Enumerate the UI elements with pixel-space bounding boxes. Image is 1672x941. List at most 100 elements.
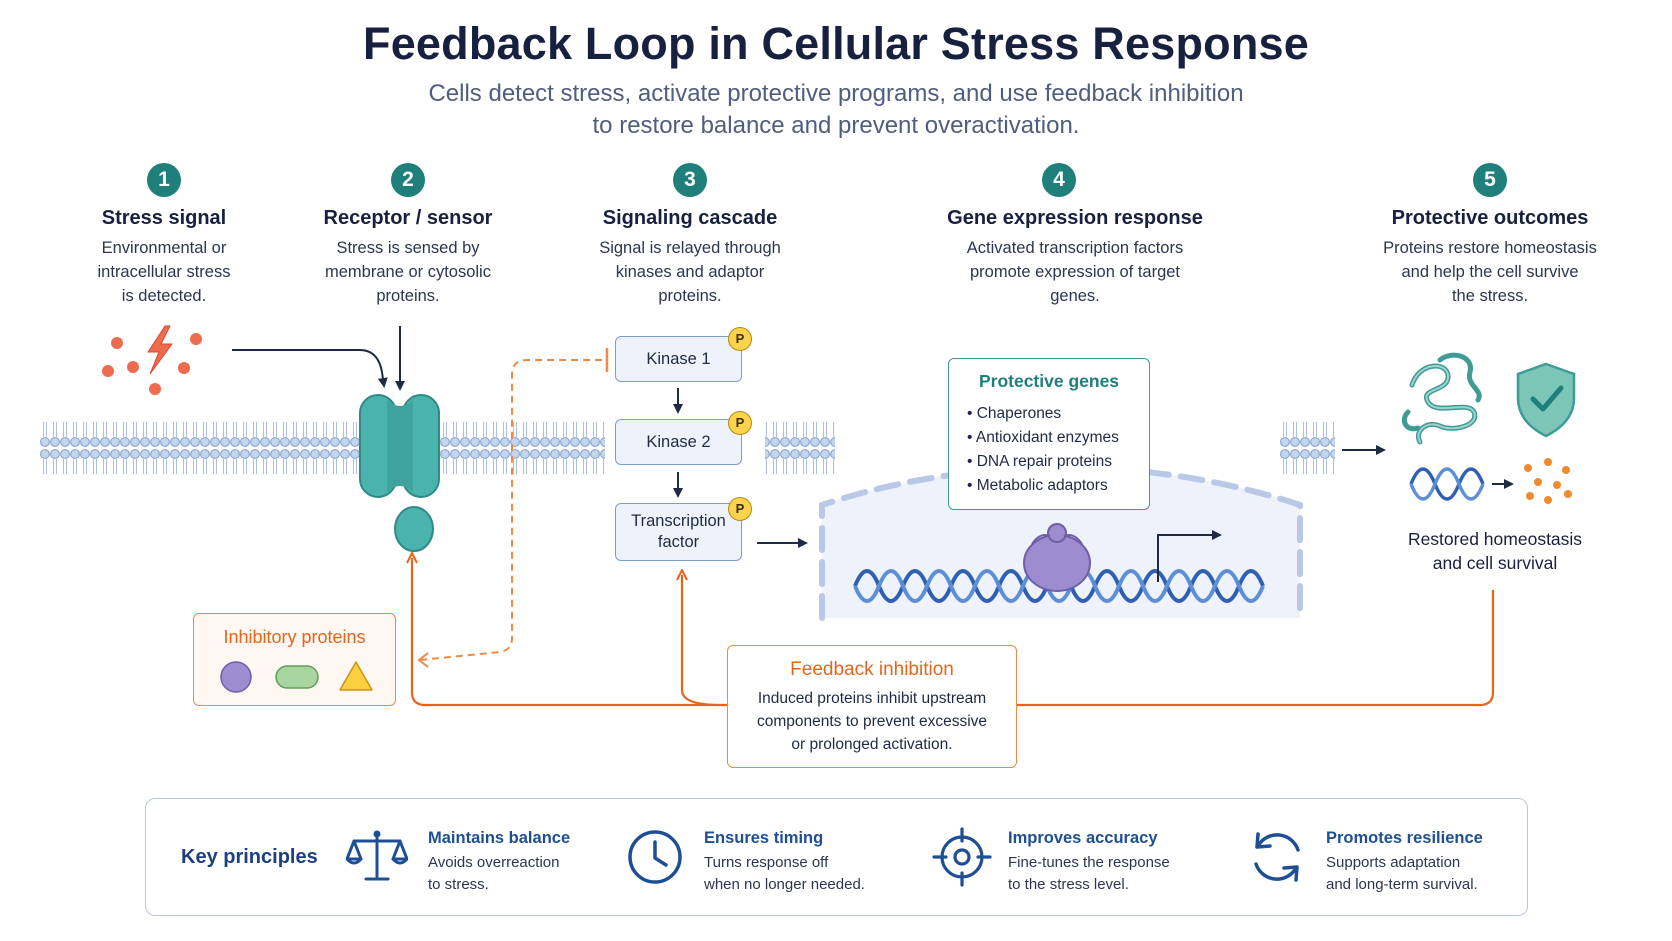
step-desc-line: genes. [1050,287,1100,305]
step-desc-line: is detected. [121,287,207,305]
step-desc-line: intracellular stress [97,263,231,281]
step-desc-line: promote expression of target [969,263,1181,281]
shield-check-icon [1516,362,1576,438]
feedback-to-tf-arrow [682,575,721,707]
step-1: 1 Stress signal Environmental or intrace… [44,163,284,308]
subtitle-line-2: to restore balance and prevent overactiv… [592,112,1080,139]
principle-desc-line: to the stress level. [1008,876,1129,893]
step-desc-line: and help the cell survive [1401,263,1579,281]
capsule-protein-icon [275,665,319,689]
inhibition-dashed-path [419,359,606,661]
page-title: Feedback Loop in Cellular Stress Respons… [363,18,1309,69]
principle-desc-line: when no longer needed. [704,876,865,893]
stress-particles [102,333,202,395]
feedback-line: components to prevent excessive [756,713,988,730]
principle-desc-line: to stress. [428,876,489,893]
balance-scale-icon [346,830,408,881]
principle-ensures-timing: Ensures timing Turns response off when n… [704,829,865,896]
cell-membrane [40,416,370,480]
step-description: Stress is sensed by membrane or cytosoli… [278,236,538,308]
principle-desc-line: Fine-tunes the response [1008,854,1170,871]
kinase-2-label: Kinase 2 [646,432,711,451]
key-principles-panel: Key principles Maintains balance Avoids … [145,798,1528,916]
protective-genes-list: • Chaperones • Antioxidant enzymes • DNA… [967,402,1149,498]
step-4: 4 Gene expression response Activated tra… [920,163,1230,308]
lightning-bolt-icon [147,325,173,375]
step-title: Gene expression response [947,207,1203,229]
principle-desc-line: and long-term survival. [1326,876,1478,893]
gene-item: Antioxidant enzymes [975,429,1119,446]
phosphate-badge: P [728,497,752,521]
transcription-factor-box: Transcription factor [615,503,742,561]
phosphate-badge: P [728,327,752,351]
principle-description: Supports adaptation and long-term surviv… [1326,852,1483,896]
principle-maintains-balance: Maintains balance Avoids overreaction to… [428,829,570,896]
step-desc-line: Proteins restore homeostasis [1383,239,1597,257]
step-2: 2 Receptor / sensor Stress is sensed by … [278,163,538,308]
clock-icon [628,830,682,884]
transcription-complex [1023,523,1091,592]
inhibitory-protein-shapes [220,661,373,693]
list-item: • Chaperones [967,405,1062,422]
step-desc-line: the stress. [1451,287,1529,305]
principle-title: Promotes resilience [1326,829,1483,847]
folded-protein-icon [1411,365,1476,443]
subtitle-line-1: Cells detect stress, activate protective… [428,80,1244,107]
principle-description: Fine-tunes the response to the stress le… [1008,852,1170,896]
kinase-1-box: Kinase 1 [615,336,742,382]
step-title: Receptor / sensor [323,207,493,229]
kinase-2-box: Kinase 2 [615,419,742,465]
principle-title: Improves accuracy [1008,829,1158,847]
feedback-line: or prolonged activation. [791,736,953,753]
key-principles-label: Key principles [181,846,318,868]
step-description: Proteins restore homeostasis and help th… [1350,236,1630,308]
feedback-description: Induced proteins inhibit upstream compon… [728,687,1016,756]
circle-protein-icon [220,661,252,693]
step-title: Signaling cascade [602,207,778,229]
step-title: Protective outcomes [1391,207,1589,229]
list-item: • Metabolic adaptors [967,477,1108,494]
triangle-protein-icon [339,661,373,691]
principle-improves-accuracy: Improves accuracy Fine-tunes the respons… [1008,829,1170,896]
step-desc-line: membrane or cytosolic [325,263,491,281]
step-desc-line: kinases and adaptor [615,263,765,281]
tf-label-line: factor [657,533,700,551]
principle-desc-line: Turns response off [704,854,829,871]
step-3: 3 Signaling cascade Signal is relayed th… [560,163,820,308]
receptor-protein [359,394,440,552]
feedback-line: Induced proteins inhibit upstream [757,690,987,707]
feedback-title: Feedback inhibition [790,659,954,680]
step-desc-line: proteins. [376,287,440,305]
outcome-line: and cell survival [1432,553,1558,573]
step-desc-line: Environmental or [101,239,227,257]
protein-dots-icon [1524,458,1572,504]
target-icon [932,827,992,887]
page-subtitle: Cells detect stress, activate protective… [336,78,1336,142]
principle-desc-line: Supports adaptation [1326,854,1461,871]
outcome-line: Restored homeostasis [1407,529,1583,549]
stress-to-receptor-arrow [232,349,388,388]
principle-description: Avoids overreaction to stress. [428,852,570,896]
principle-description: Turns response off when no longer needed… [704,852,865,896]
principle-desc-line: Avoids overreaction [428,854,560,871]
dna-helix-icon [1409,467,1485,501]
step-desc-line: Stress is sensed by [336,239,480,257]
step-desc-line: Activated transcription factors [966,239,1184,257]
inhibitory-proteins-title: Inhibitory proteins [223,627,366,647]
phosphate-badge: P [728,411,752,435]
cell-membrane [1280,416,1335,480]
step-5: 5 Protective outcomes Proteins restore h… [1350,163,1630,308]
step-number-badge: 4 [1042,163,1076,197]
checkmark-icon [1530,385,1564,412]
step-number-badge: 1 [147,163,181,197]
gene-item: Chaperones [976,405,1062,422]
step-number-badge: 2 [391,163,425,197]
step-description: Environmental or intracellular stress is… [44,236,284,308]
step-desc-line: Signal is relayed through [599,239,781,257]
gene-item: Metabolic adaptors [976,477,1108,494]
gene-item: DNA repair proteins [976,453,1112,470]
protective-genes-title: Protective genes [978,371,1120,391]
transcription-start-arrow [1157,530,1222,582]
list-item: • Antioxidant enzymes [967,429,1119,446]
